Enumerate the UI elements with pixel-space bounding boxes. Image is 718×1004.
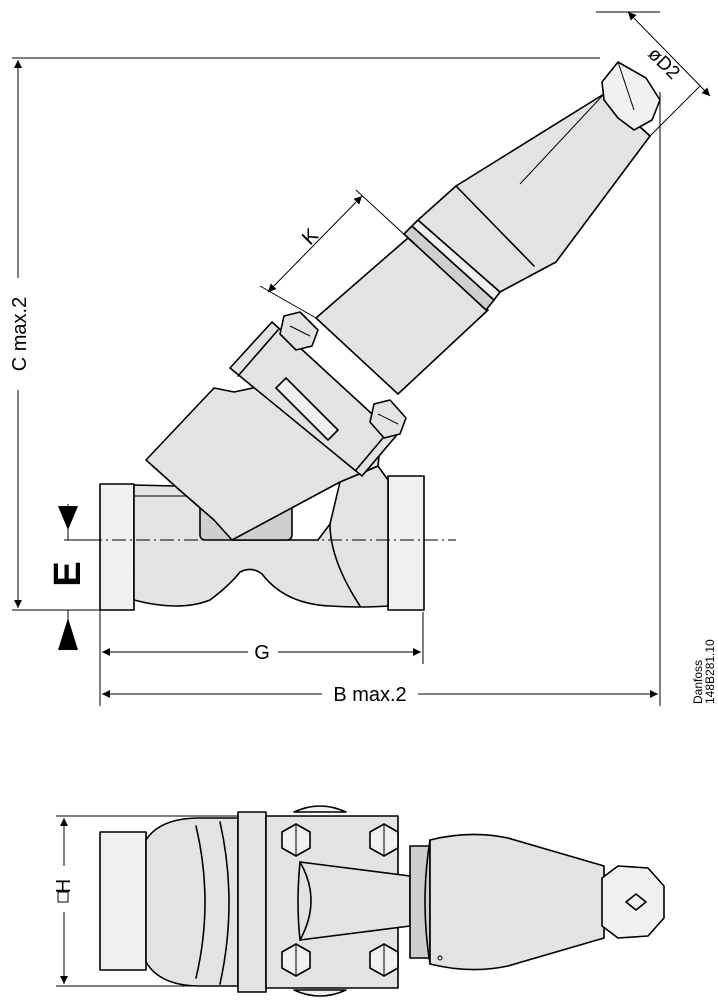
dimension-e bbox=[58, 504, 78, 650]
label-b-max-bg bbox=[322, 682, 418, 706]
lower-body bbox=[133, 465, 389, 608]
right-weld-end bbox=[387, 475, 425, 611]
top-cone-dot bbox=[437, 955, 443, 961]
dimension-d2 bbox=[519, 11, 711, 185]
label-h: H bbox=[53, 879, 75, 893]
cap-cone-edge bbox=[455, 185, 535, 267]
top-body-curve-2 bbox=[219, 821, 230, 985]
bolt-upper bbox=[279, 311, 319, 351]
label-c-max: C max.2 bbox=[9, 297, 31, 371]
brand-text: Danfoss bbox=[691, 660, 705, 704]
flange-edge-2 bbox=[355, 431, 389, 471]
top-round-body bbox=[145, 817, 239, 987]
top-pipe-end bbox=[99, 831, 147, 971]
drawing-code: 148B281.10 bbox=[703, 639, 717, 704]
top-flange-left bbox=[237, 811, 267, 993]
top-flange-ear-2 bbox=[293, 989, 347, 997]
top-bolt-1 bbox=[281, 823, 311, 857]
top-cone-edge bbox=[424, 839, 431, 965]
label-d2: øD2 bbox=[643, 44, 683, 84]
label-g-bg bbox=[248, 640, 278, 664]
label-c-max-bg bbox=[6, 278, 32, 390]
top-bolt-2 bbox=[369, 823, 399, 857]
flange-slot bbox=[275, 377, 339, 441]
top-stem bbox=[297, 861, 411, 941]
body-curve bbox=[329, 523, 361, 607]
flange-edge-1 bbox=[237, 329, 279, 377]
top-cap-nut-mark bbox=[625, 893, 647, 911]
label-h-bg bbox=[52, 866, 76, 912]
top-body-curve bbox=[195, 825, 206, 979]
top-flange-ear bbox=[293, 805, 347, 813]
square-symbol-icon bbox=[57, 891, 69, 903]
flange bbox=[229, 321, 397, 477]
top-cone bbox=[429, 833, 605, 971]
top-bolt-4 bbox=[369, 943, 399, 977]
dimension-k bbox=[259, 189, 409, 319]
top-view: H bbox=[52, 805, 665, 997]
label-k: K bbox=[298, 224, 323, 249]
nut-edge bbox=[617, 61, 635, 111]
bolt-lower bbox=[369, 399, 407, 439]
top-stem-curve bbox=[299, 861, 312, 941]
side-view: øD2 K C max.2 E G B max.2 Danfoss 148 bbox=[6, 11, 717, 706]
label-b-max: B max.2 bbox=[333, 684, 406, 706]
top-bolt-3 bbox=[281, 943, 311, 977]
bonnet-assembly bbox=[145, 61, 661, 541]
stem-tube bbox=[315, 237, 489, 395]
left-weld-end bbox=[99, 483, 135, 611]
label-e: E bbox=[47, 561, 89, 586]
label-g: G bbox=[254, 642, 270, 664]
